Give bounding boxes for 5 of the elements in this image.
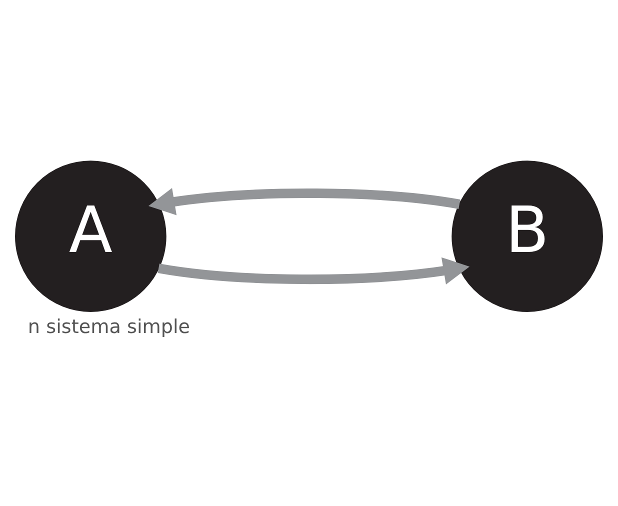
- arrow: [158, 257, 470, 284]
- arrow: [148, 188, 460, 216]
- caption: n sistema simple: [28, 314, 190, 338]
- node-circle: B: [452, 160, 603, 312]
- node-circle: A: [15, 160, 166, 312]
